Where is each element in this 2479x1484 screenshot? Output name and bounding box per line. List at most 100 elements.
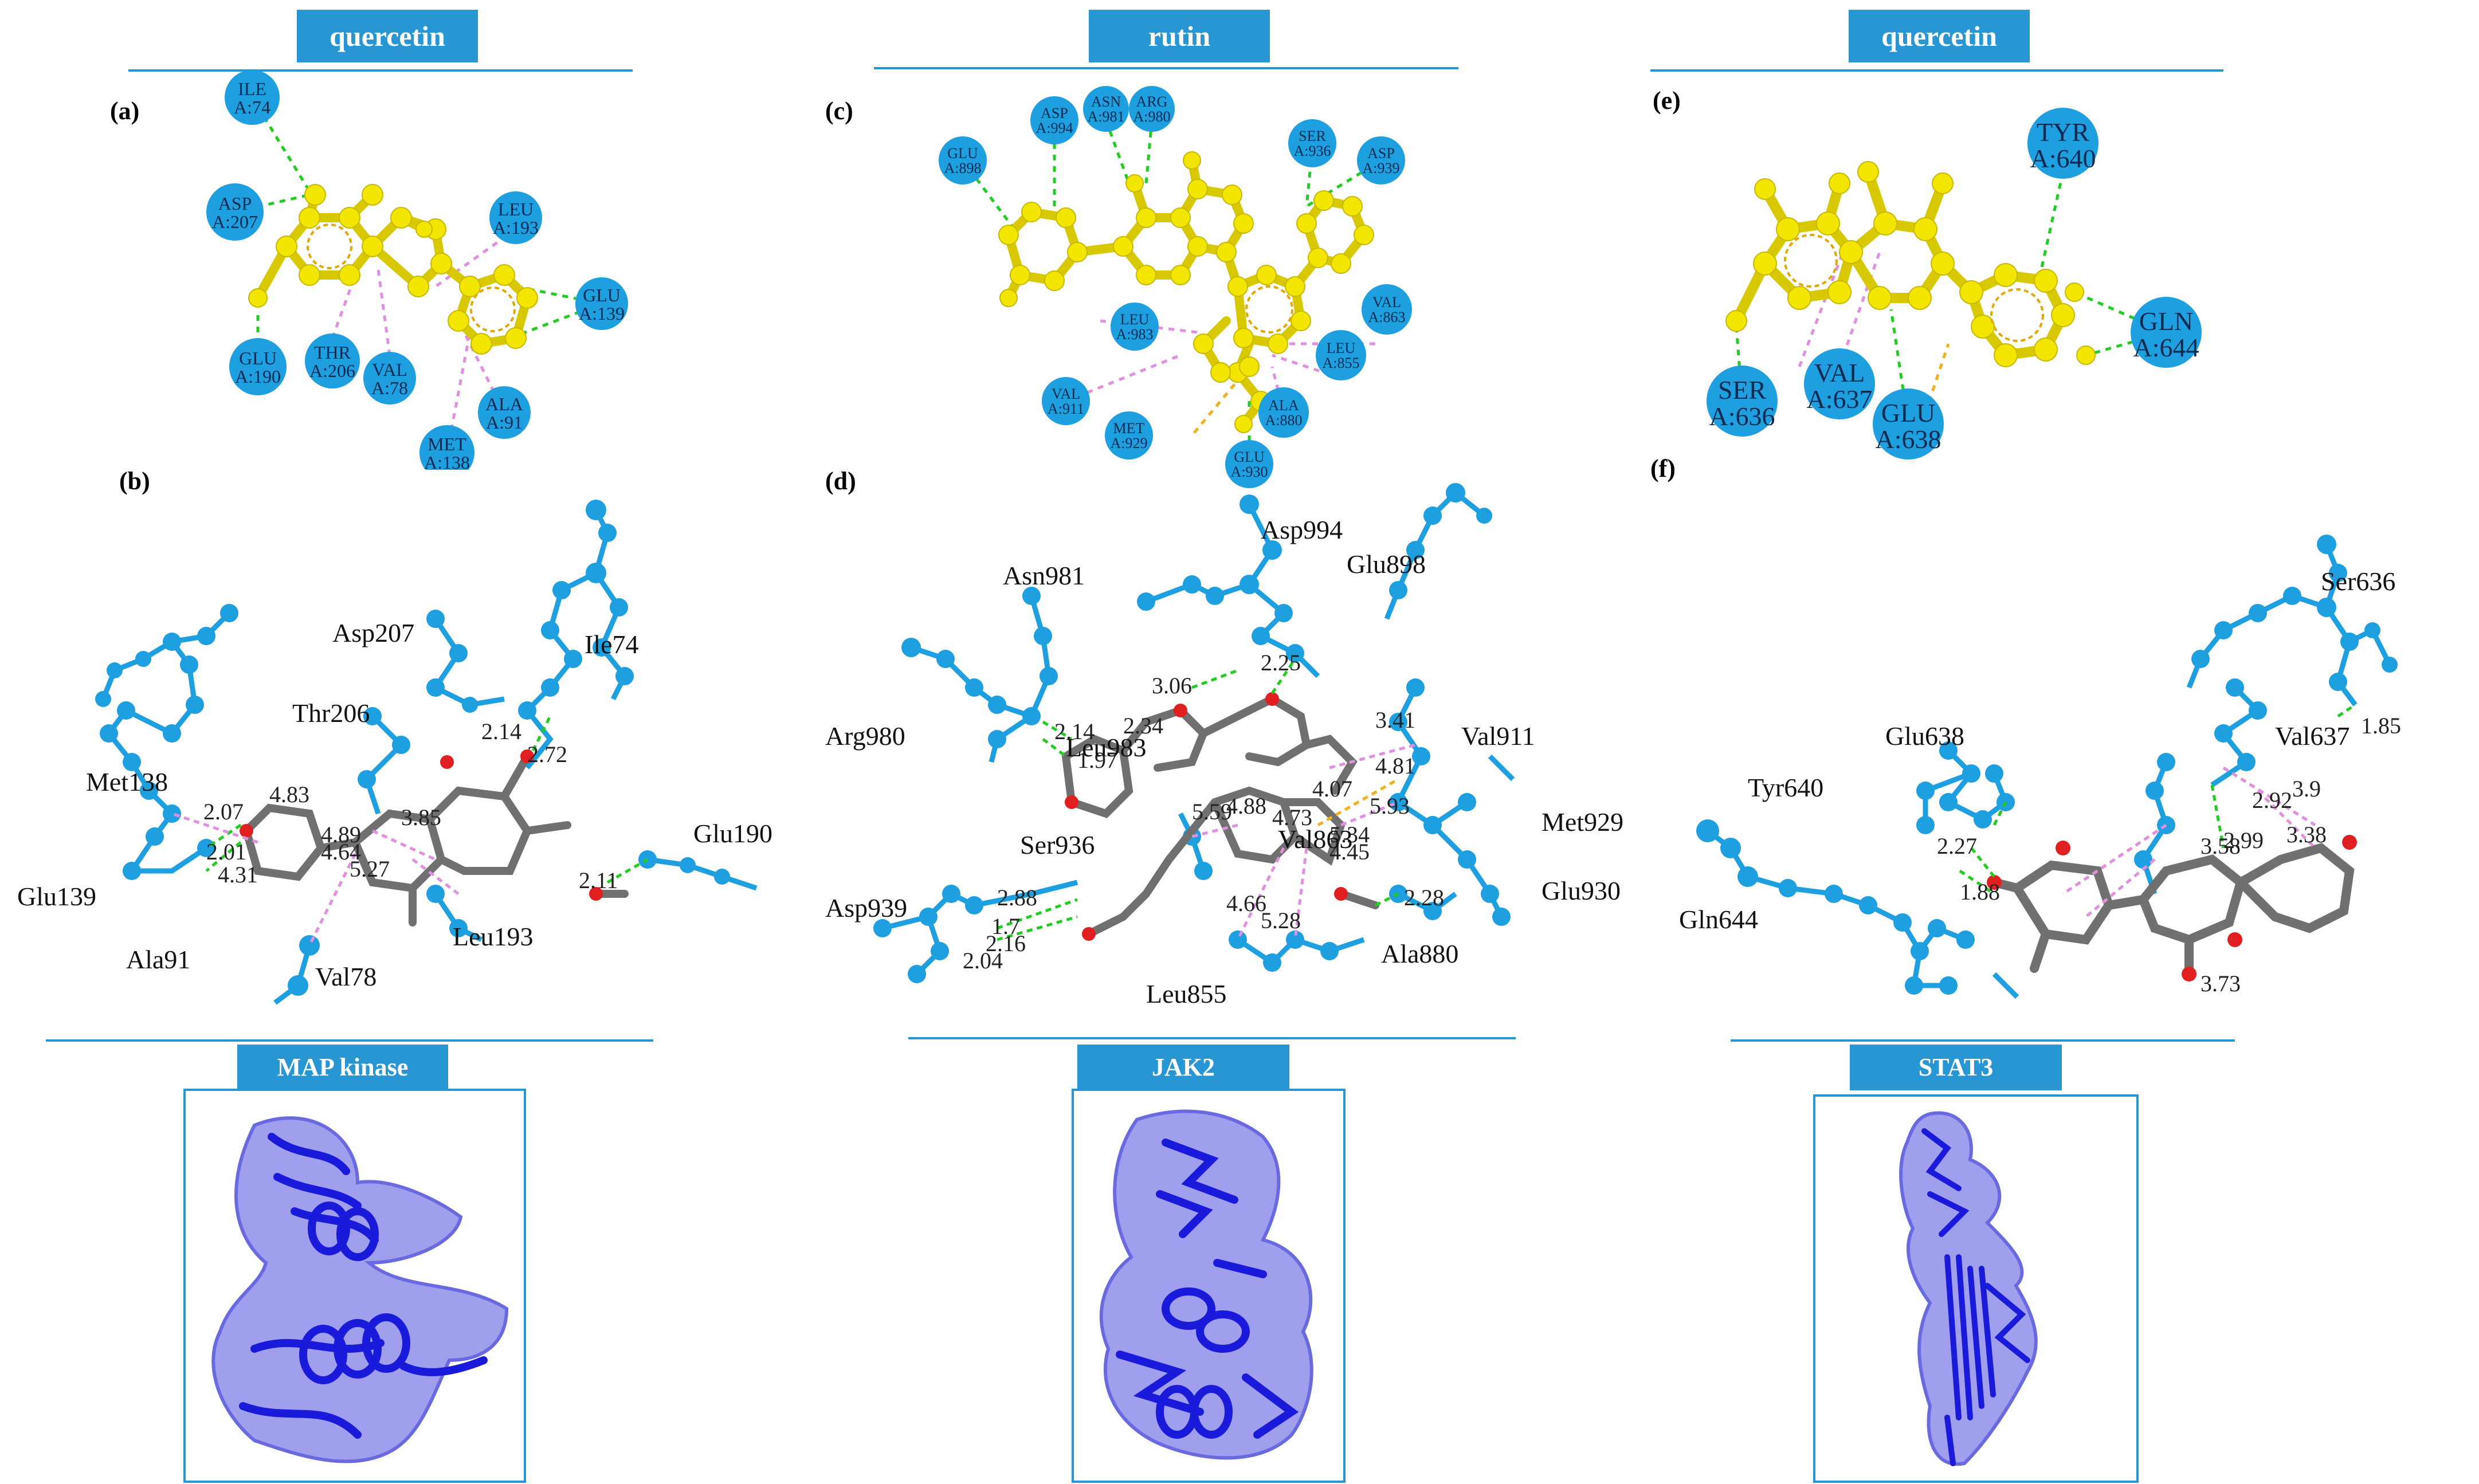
- residue-label-3d: Glu930: [1541, 876, 1621, 905]
- protein-cartoon: [1899, 1111, 2038, 1466]
- protein-rule: [908, 1037, 1516, 1039]
- panel-column-2: rutin (c) (d): [825, 0, 1650, 1484]
- header-rule: [1650, 69, 2223, 72]
- residue-label-3d: Ala91: [126, 945, 190, 974]
- distance-label: 3.06: [1152, 673, 1192, 698]
- distance-label: 1.97: [1077, 747, 1117, 773]
- svg-text:VAL: VAL: [1052, 386, 1080, 402]
- svg-text:A:863: A:863: [1368, 309, 1406, 325]
- svg-text:A:936: A:936: [1294, 143, 1331, 159]
- distance-label: 1.85: [2361, 713, 2401, 739]
- residue-label-3d: Thr206: [292, 698, 370, 728]
- svg-text:ARG: ARG: [1136, 93, 1168, 110]
- residue-label-3d: Asn981: [1003, 561, 1085, 590]
- svg-text:GLU: GLU: [239, 348, 277, 368]
- distance-label: 4.07: [1312, 776, 1352, 802]
- svg-text:GLU: GLU: [583, 285, 621, 305]
- svg-text:GLN: GLN: [2139, 307, 2194, 336]
- residue-label-3d: Val863: [1278, 825, 1352, 854]
- protein-header: JAK2: [1077, 1045, 1289, 1090]
- distance-label: 3.38: [2286, 822, 2327, 847]
- residue-label-3d: Leu983: [1066, 733, 1147, 762]
- svg-text:A:640: A:640: [2030, 144, 2096, 173]
- protein-header: MAP kinase: [237, 1045, 448, 1090]
- svg-text:A:929: A:929: [1111, 435, 1148, 452]
- panel-label: (a): [110, 97, 140, 125]
- protein-header: STAT3: [1850, 1045, 2062, 1090]
- residue-label-3d: Glu139: [17, 882, 96, 911]
- interaction-2d-diagram: [1725, 161, 2167, 425]
- protein-structure-box: [1813, 1094, 2139, 1483]
- distance-label: 2.92: [2252, 787, 2292, 813]
- distance-label: 4.88: [1226, 793, 1266, 819]
- svg-text:THR: THR: [314, 342, 351, 363]
- distance-label: 4.45: [1329, 839, 1370, 865]
- svg-text:A:207: A:207: [212, 211, 258, 232]
- panel-column-1: quercetin (a) (b): [0, 0, 825, 1484]
- distance-label: 2.27: [1937, 833, 1977, 859]
- svg-text:TYR: TYR: [2037, 117, 2089, 147]
- residue-label-3d: Tyr640: [1748, 773, 1823, 802]
- residue-label-3d: Leu193: [453, 922, 534, 951]
- distance-label: 2.99: [2223, 827, 2264, 853]
- residue-label-3d: Val911: [1461, 721, 1535, 751]
- panel-label: (d): [825, 467, 856, 495]
- distance-label: 4.64: [321, 839, 361, 865]
- svg-text:SER: SER: [1718, 375, 1767, 405]
- residue-label-3d: Glu638: [1885, 721, 1964, 751]
- ligand-header: quercetin: [297, 10, 478, 62]
- svg-text:A:898: A:898: [944, 160, 982, 176]
- residue-label-3d: Met929: [1541, 807, 1623, 837]
- svg-text:MET: MET: [427, 434, 466, 454]
- svg-text:A:983: A:983: [1116, 326, 1154, 343]
- header-rule: [128, 69, 633, 72]
- distance-label: 2.07: [203, 799, 244, 825]
- residue-label-3d: Glu898: [1347, 549, 1426, 579]
- header-rule: [874, 67, 1458, 69]
- panel-column-3: quercetin (e) (f): [1650, 0, 2479, 1484]
- residue-label-3d: Val78: [315, 962, 376, 991]
- distance-label: 2.16: [986, 931, 1026, 956]
- svg-text:VAL: VAL: [1372, 294, 1401, 311]
- residue-label-3d: Val637: [2275, 721, 2349, 751]
- svg-text:ASN: ASN: [1091, 93, 1121, 110]
- distance-label: 4.83: [269, 782, 309, 807]
- ligand-header: quercetin: [1849, 10, 2030, 62]
- svg-text:GLU: GLU: [1881, 398, 1936, 427]
- svg-text:LEU: LEU: [1120, 311, 1150, 328]
- distance-label: 4.89: [321, 822, 361, 847]
- svg-text:VAL: VAL: [372, 359, 407, 380]
- svg-text:LEU: LEU: [1327, 340, 1356, 356]
- residue-label-3d: Leu855: [1146, 979, 1227, 1008]
- residue-label-3d: Glu190: [693, 819, 772, 848]
- distance-label: 2.88: [997, 885, 1037, 910]
- svg-text:VAL: VAL: [1814, 358, 1865, 387]
- protein-structure-box: [1072, 1089, 1346, 1483]
- distance-label: 3.85: [401, 804, 441, 830]
- svg-text:A:74: A:74: [234, 97, 270, 117]
- protein-rule: [46, 1039, 653, 1042]
- svg-text:A:939: A:939: [1363, 160, 1400, 176]
- svg-text:A:855: A:855: [1323, 355, 1360, 371]
- svg-text:ASP: ASP: [218, 193, 252, 214]
- distance-label: 5.59: [1192, 799, 1232, 825]
- svg-text:ASP: ASP: [1041, 105, 1068, 121]
- distance-label: 3.73: [2200, 971, 2241, 996]
- distance-label: 5.27: [350, 856, 390, 882]
- residue-bubbles: GLUA:898ASPA:994ASNA:981ARGA:980SERA:936…: [939, 86, 1412, 488]
- residue-label-3d: Asp939: [825, 893, 907, 922]
- svg-text:A:138: A:138: [424, 452, 470, 470]
